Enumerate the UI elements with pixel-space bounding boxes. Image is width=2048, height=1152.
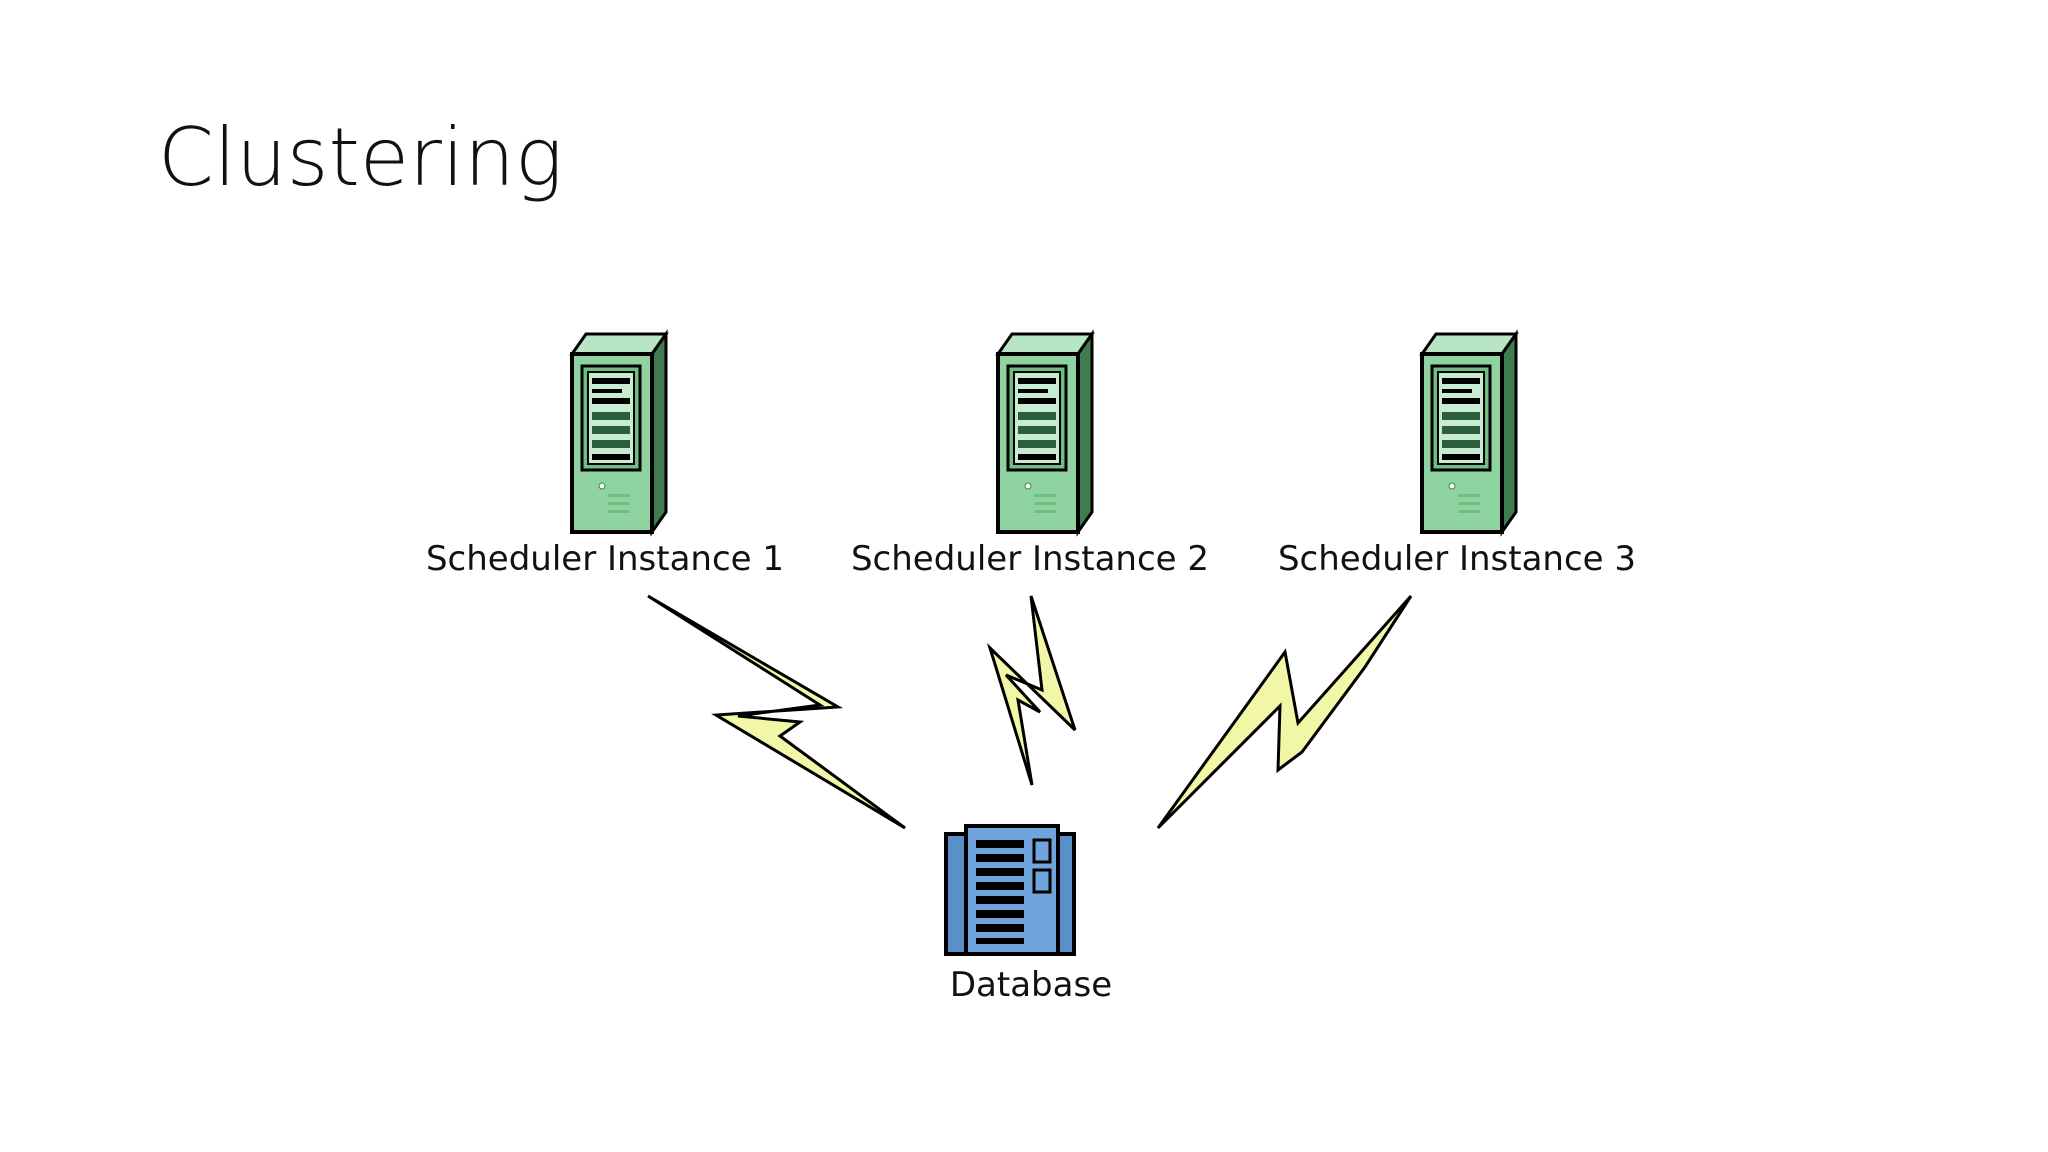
database-label: Database (950, 965, 1112, 1005)
server-tower-icon (569, 329, 669, 537)
lightning-connector-3 (1156, 595, 1413, 830)
server-tower-icon (1419, 329, 1519, 537)
database-icon (944, 824, 1076, 956)
server-3-label: Scheduler Instance 3 (1278, 539, 1636, 579)
server-1-label: Scheduler Instance 1 (426, 539, 784, 579)
server-2-label: Scheduler Instance 2 (851, 539, 1209, 579)
lightning-connector-1 (647, 594, 906, 830)
slide-title: Clustering (158, 111, 563, 204)
server-tower-icon (995, 329, 1095, 537)
lightning-connector-2 (986, 595, 1077, 786)
